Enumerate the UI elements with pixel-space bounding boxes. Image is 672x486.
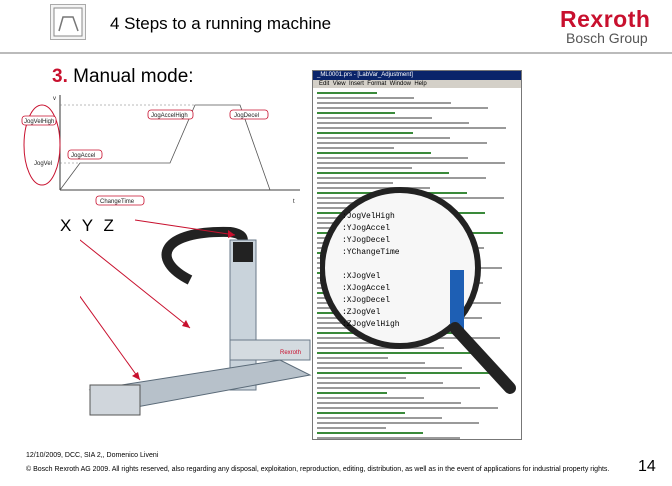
code-line [317, 167, 412, 169]
svg-text::ZJogVel: :ZJogVel [342, 308, 381, 317]
code-line [317, 102, 451, 104]
axis-y-label: Y [81, 216, 96, 235]
code-line [317, 157, 468, 159]
label-change-time: ChangeTime [95, 195, 145, 206]
code-line [317, 407, 498, 409]
code-line [317, 182, 393, 184]
svg-text::XJogDecel: :XJogDecel [342, 296, 390, 305]
code-line [317, 187, 430, 189]
brand-subtitle: Bosch Group [566, 30, 648, 46]
code-line [317, 397, 424, 399]
menu-window[interactable]: Window [389, 81, 411, 87]
gantry-machine-illustration: Rexroth [80, 219, 312, 416]
code-line [317, 387, 480, 389]
step-title: Manual mode: [73, 66, 194, 87]
label-jog-vel-high: JogVelHigh [21, 115, 57, 126]
svg-text::YJogDecel: :YJogDecel [342, 236, 390, 245]
footer-copyright: © Bosch Rexroth AG 2009. All rights rese… [26, 466, 610, 473]
code-line [317, 122, 469, 124]
code-line [317, 127, 506, 129]
code-line [317, 362, 425, 364]
code-line [317, 132, 413, 134]
code-line [317, 147, 394, 149]
code-line [317, 117, 432, 119]
menu-edit[interactable]: Edit [319, 81, 330, 87]
code-window-menu: Edit View Insert Format Window Help [313, 80, 521, 88]
brand-logo: Rexroth [560, 6, 651, 32]
code-line [317, 392, 387, 394]
code-line [317, 412, 405, 414]
page-title: 4 Steps to a running machine [110, 14, 332, 33]
graph-y-axis-label: v [53, 96, 56, 102]
code-line [317, 367, 462, 369]
axis-labels: X Y Z [60, 216, 117, 236]
label-jog-decel: JogDecel [229, 109, 269, 120]
graph-x-axis-label: t [293, 199, 295, 205]
code-line [317, 107, 488, 109]
svg-text::YJogAccel: :YJogAccel [342, 224, 390, 233]
label-jog-vel: JogVel [34, 161, 52, 167]
label-jog-accel-high: JogAccelHigh [147, 109, 194, 120]
menu-view[interactable]: View [332, 81, 346, 87]
svg-text::ZJogVelHigh: :ZJogVelHigh [342, 320, 400, 329]
svg-text::JogVelHigh: :JogVelHigh [342, 212, 395, 221]
presentation-logo-icon [50, 4, 86, 40]
svg-text:JogAccel: JogAccel [71, 153, 95, 159]
code-line [317, 152, 431, 154]
svg-text::YChangeTime: :YChangeTime [342, 248, 400, 257]
velocity-profile-diagram: v t JogVelHigh JogVel JogAccelHigh JogDe… [21, 95, 300, 206]
code-line [317, 347, 444, 349]
code-line [317, 377, 406, 379]
code-line [317, 382, 443, 384]
code-line [317, 142, 487, 144]
code-line [317, 427, 386, 429]
code-line [317, 402, 461, 404]
svg-text::XJogAccel: :XJogAccel [342, 284, 390, 293]
code-line [317, 92, 377, 94]
header-divider [0, 52, 672, 54]
code-line [317, 172, 449, 174]
code-line [317, 97, 414, 99]
svg-text:ChangeTime: ChangeTime [100, 199, 135, 205]
menu-insert[interactable]: Insert [348, 81, 364, 87]
svg-text:JogAccelHigh: JogAccelHigh [151, 113, 188, 119]
code-line [317, 372, 499, 374]
code-line [317, 432, 423, 434]
code-line [317, 357, 388, 359]
code-line [317, 417, 442, 419]
svg-text:JogDecel: JogDecel [234, 113, 259, 119]
menu-format[interactable]: Format [367, 81, 387, 87]
footer-date: 12/10/2009, DCC, SIA 2,, Domenico Liveni [26, 452, 159, 459]
page-number: 14 [638, 458, 656, 475]
axis-x-label: X [60, 216, 75, 235]
code-line [317, 342, 407, 344]
code-line [317, 422, 479, 424]
code-line [317, 112, 395, 114]
svg-text:Rexroth: Rexroth [280, 350, 301, 356]
code-line [317, 177, 486, 179]
code-line [317, 352, 481, 354]
axis-z-label: Z [103, 216, 117, 235]
step-number: 3. [52, 66, 68, 87]
label-jog-accel: JogAccel [67, 149, 103, 160]
code-window-title: _ML0001.prs - [LabVar_Adjustment] [313, 71, 521, 80]
magnifying-glass-icon: :JogVelHigh :YJogAccel :YJogDecel :YChan… [320, 187, 516, 394]
svg-text:JogVelHigh: JogVelHigh [24, 119, 54, 125]
svg-text::XJogVel: :XJogVel [342, 272, 381, 281]
svg-text:JogVel: JogVel [34, 161, 52, 167]
highlight-ellipse [23, 104, 61, 186]
code-line [317, 162, 505, 164]
step-heading: 3. Manual mode: [52, 66, 194, 88]
code-line [317, 137, 450, 139]
menu-help[interactable]: Help [414, 81, 427, 87]
code-line [317, 437, 460, 439]
